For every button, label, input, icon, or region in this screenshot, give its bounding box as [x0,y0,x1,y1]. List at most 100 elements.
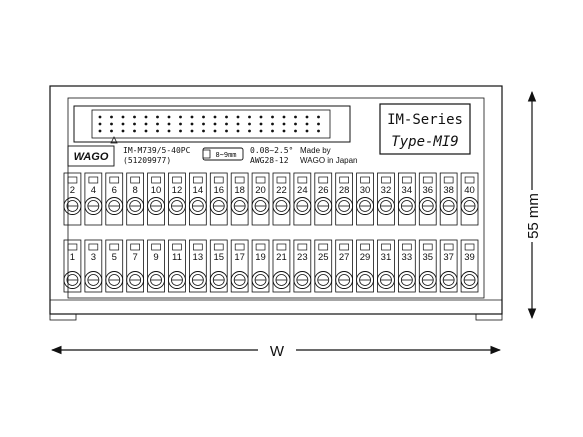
terminal[interactable]: 36 [418,172,437,226]
terminal[interactable]: 23 [293,239,312,293]
screw-inner [254,274,267,286]
terminal-number: 40 [464,185,475,196]
terminal[interactable]: 33 [397,239,416,293]
terminal-clamp [84,239,103,293]
height-dimension: 55 mm [524,90,542,320]
terminal[interactable]: 14 [188,172,207,226]
connector-pin [179,129,182,133]
terminal-lever [297,176,308,184]
screw-inner [296,274,309,286]
connector-pin [133,122,136,126]
terminal[interactable]: 32 [377,172,395,226]
terminal-clamp [293,172,312,226]
screw-inner [380,274,392,286]
terminal[interactable]: 1 [63,239,82,293]
terminal-number: 8 [133,185,138,196]
terminal-clamp [397,239,416,293]
height-label: 55 mm [525,193,542,239]
terminal[interactable]: 10 [147,172,166,226]
ribbon-connector [73,105,351,143]
terminal[interactable]: 25 [314,239,333,293]
terminal[interactable]: 31 [377,239,395,293]
connector-pin [317,122,320,126]
terminal-number: 26 [318,185,329,196]
terminal-clamp [356,239,374,293]
connector-shell [73,105,351,143]
terminal[interactable]: 24 [293,172,312,226]
terminal[interactable]: 12 [167,172,186,226]
screw-outer [209,197,228,215]
terminal[interactable]: 28 [335,172,354,226]
terminal-number: 14 [193,185,204,196]
terminal[interactable]: 29 [356,239,374,293]
terminal[interactable]: 40 [460,172,479,226]
terminal[interactable]: 39 [460,239,479,293]
connector-pin [294,115,297,119]
terminal-lever [360,176,370,184]
terminal[interactable]: 20 [251,172,270,226]
terminal[interactable]: 7 [126,239,145,293]
terminal-lever [130,176,140,184]
terminal-clamp [377,239,395,293]
screw-inner [442,200,455,212]
terminal-clamp [377,172,395,226]
terminal[interactable]: 13 [188,239,207,293]
terminal[interactable]: 19 [251,239,270,293]
screw-outer [105,271,124,289]
terminal[interactable]: 22 [272,172,291,226]
screw-outer [356,271,374,289]
screw-outer [293,271,312,289]
terminal-number: 17 [234,252,245,263]
terminal[interactable]: 18 [230,172,249,226]
terminal-number: 37 [443,252,454,263]
terminal[interactable]: 17 [230,239,249,293]
terminal[interactable]: 37 [439,239,458,293]
terminal-clamp [105,172,124,226]
terminal[interactable]: 30 [356,172,374,226]
terminal[interactable]: 34 [397,172,416,226]
connector-pin [202,115,205,119]
terminal[interactable]: 26 [314,172,333,226]
terminal-clamp [230,172,249,226]
terminal-lever [67,243,78,251]
terminal-clamp [335,239,354,293]
terminal[interactable]: 21 [272,239,291,293]
terminal[interactable]: 5 [105,239,124,293]
connector-pin [225,129,228,133]
screw-inner [463,274,476,286]
screw-inner [275,274,288,286]
terminal-clamp [272,172,291,226]
terminal-clamp [84,172,103,226]
screw-inner [108,274,121,286]
terminal-number: 5 [112,252,117,263]
terminal[interactable]: 16 [209,172,228,226]
screw-outer [63,271,82,289]
terminal-number: 30 [360,185,371,196]
terminal[interactable]: 35 [418,239,437,293]
screw-outer [105,197,124,215]
terminal-lever [443,176,454,184]
part-code: (51209977) [123,156,171,165]
screw-inner [87,274,100,286]
terminal-clamp [439,239,458,293]
screw-inner [171,200,183,212]
terminal-number: 20 [255,185,266,196]
series-type: Type-MI9 [391,134,458,150]
terminal[interactable]: 27 [335,239,354,293]
terminal[interactable]: 2 [63,172,82,226]
info-strip: WAGO IM-M739/5-40PC (51209977) 8~9mm 0.0… [67,136,358,167]
terminal[interactable]: 6 [105,172,124,226]
connector-pin [294,122,297,126]
terminal[interactable]: 11 [167,239,186,293]
screw-inner [442,274,455,286]
terminal[interactable]: 8 [126,172,145,226]
terminal[interactable]: 9 [147,239,166,293]
terminal[interactable]: 3 [84,239,103,293]
terminal[interactable]: 15 [209,239,228,293]
terminal-number: 24 [297,185,308,196]
strip-length-box [202,147,244,161]
housing-outline [49,85,503,315]
screw-inner [150,274,162,286]
terminal[interactable]: 4 [84,172,103,226]
terminal[interactable]: 38 [439,172,458,226]
